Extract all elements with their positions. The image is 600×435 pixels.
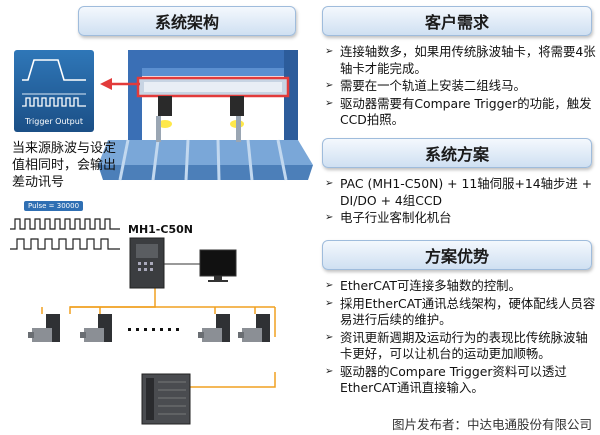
list-item: 採用EtherCAT通讯总线架构，硬体配线人员容易进行后续的维护。 (325, 296, 597, 329)
list-item: 驱动器的Compare Trigger资料可以透过EtherCAT通讯直接输入。 (325, 364, 597, 397)
customer-needs-list: 连接轴数多，如果用传统脉波轴卡，将需要4张轴卡才能完成。 需要在一个轨道上安装二… (325, 44, 597, 130)
trigger-arrow-icon (100, 78, 140, 90)
servo-drive-icons (28, 314, 270, 342)
system-architecture-title: 系统架构 (78, 6, 296, 36)
io-module-icon (141, 373, 191, 425)
system-solution-list: PAC (MH1-C50N) + 11轴伺服+14轴步进 + DI/DO + 4… (325, 176, 597, 228)
trigger-output-icon: Trigger Output (14, 50, 94, 132)
ethercat-network-diagram (28, 237, 276, 425)
trigger-output-label: Trigger Output (24, 117, 83, 126)
system-solution-title: 系统方案 (322, 138, 592, 168)
list-item: 连接轴数多，如果用传统脉波轴卡，将需要4张轴卡才能完成。 (325, 44, 597, 77)
controller-label: MH1-C50N (128, 223, 193, 236)
publisher-watermark: 图片发布者：中达电通股份有限公司 (389, 414, 594, 433)
list-item: 驱动器需要有Compare Trigger的功能，触发CCD拍照。 (325, 96, 597, 129)
list-item: PAC (MH1-C50N) + 11轴伺服+14轴步进 + DI/DO + 4… (325, 176, 597, 209)
list-item: 资讯更新週期及运动行为的表现比传统脉波轴卡更好，可以让机台的运动更加顺畅。 (325, 330, 597, 363)
pulse-badge: Pulse = 30000 (24, 201, 84, 211)
pulse-waveform-icon (10, 218, 120, 250)
solution-advantages-list: EtherCAT可连接多轴数的控制。 採用EtherCAT通讯总线架构，硬体配线… (325, 278, 597, 398)
machine-illustration (98, 50, 313, 181)
trigger-note: 当来源脉波与设定值相同时，会输出差动讯号 (12, 141, 117, 190)
list-item: 需要在一个轨道上安装二组线马。 (325, 78, 597, 95)
customer-needs-title: 客户需求 (322, 6, 592, 36)
solution-advantages-title: 方案优势 (322, 240, 592, 270)
list-item: 电子行业客制化机台 (325, 210, 597, 227)
list-item: EtherCAT可连接多轴数的控制。 (325, 278, 597, 295)
